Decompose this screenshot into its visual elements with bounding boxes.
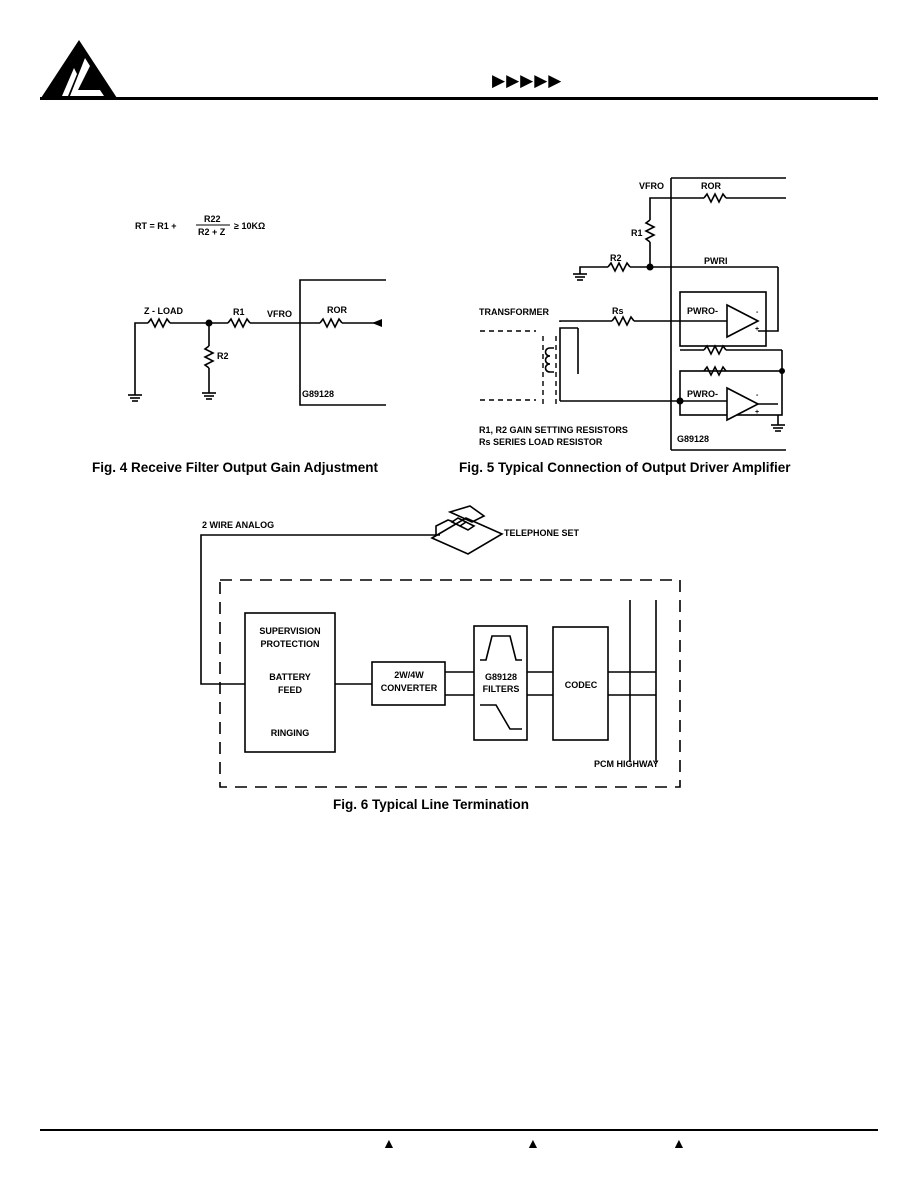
fig5-note2: Rs SERIES LOAD RESISTOR — [479, 437, 603, 447]
fig6-two-wire-label: 2 WIRE ANALOG — [202, 520, 274, 530]
fig4-eq-den: R2 + Z — [198, 227, 226, 237]
fig6-pcm-label: PCM HIGHWAY — [594, 759, 659, 769]
fig4-caption: Fig. 4 Receive Filter Output Gain Adjust… — [92, 460, 379, 475]
fig4-zload-label: Z - LOAD — [144, 306, 183, 316]
fig6-converter-label-2: CONVERTER — [381, 683, 438, 693]
fig6-ringing-label: RINGING — [271, 728, 310, 738]
fig6-filters-label-1: G89128 — [485, 672, 517, 682]
fig5-pwri-label: PWRI — [704, 256, 728, 266]
fig6-diagram: 2 WIRE ANALOG TELEPHONE SET SUPERVISION … — [200, 505, 681, 788]
svg-text:-: - — [756, 309, 759, 316]
fig4-vfro-label: VFRO — [267, 309, 292, 319]
fig4-eq-lhs: RT = R1 + — [135, 221, 177, 231]
fig5-caption: Fig. 5 Typical Connection of Output Driv… — [459, 460, 791, 475]
fig5-chip-label: G89128 — [677, 434, 709, 444]
fig6-feed-label: FEED — [278, 685, 303, 695]
fig5-transformer-label: TRANSFORMER — [479, 307, 549, 317]
fig6-telephone-label: TELEPHONE SET — [504, 528, 580, 538]
footer-mark-2: ▲ — [526, 1135, 540, 1151]
fig4-r1-label: R1 — [233, 307, 245, 317]
fig6-caption: Fig. 6 Typical Line Termination — [333, 797, 530, 812]
fig5-r2-label: R2 — [610, 253, 622, 263]
svg-text:+: + — [755, 409, 759, 416]
fig6-filters-label-2: FILTERS — [483, 684, 520, 694]
fig4-chip-label: G89128 — [302, 389, 334, 399]
fig5-pwro-bottom-label: PWRO- — [687, 389, 718, 399]
fig4-eq-rhs: ≥ 10KΩ — [234, 221, 265, 231]
header-arrows: ▶▶▶▶▶ — [492, 71, 563, 90]
footer-mark-1: ▲ — [382, 1135, 396, 1151]
fig5-note1: R1, R2 GAIN SETTING RESISTORS — [479, 425, 628, 435]
fig5-diagram: VFRO ROR R1 R2 PWRI TRANSFORMER Rs PWRO-… — [479, 177, 786, 451]
footer-mark-3: ▲ — [672, 1135, 686, 1151]
footer-rule — [40, 1129, 878, 1131]
fig5-pwro-top-label: PWRO- — [687, 306, 718, 316]
svg-text:+: + — [755, 326, 759, 333]
fig5-ror-label: ROR — [701, 181, 722, 191]
fig4-ror-label: ROR — [327, 305, 348, 315]
fig5-r1-label: R1 — [631, 228, 643, 238]
fig4-r2-label: R2 — [217, 351, 229, 361]
fig4-eq-num: R22 — [204, 214, 221, 224]
fig6-supervision-label: SUPERVISION — [259, 626, 320, 636]
fig6-codec-label: CODEC — [565, 680, 598, 690]
header-rule — [40, 97, 878, 100]
fig6-protection-label: PROTECTION — [260, 639, 319, 649]
fig4-diagram: RT = R1 + R22 R2 + Z ≥ 10KΩ Z - LOAD R1 … — [128, 214, 386, 406]
fig6-battery-label: BATTERY — [269, 672, 311, 682]
fig6-converter-label-1: 2W/4W — [394, 670, 424, 680]
company-logo — [41, 40, 117, 98]
fig5-vfro-label: VFRO — [639, 181, 664, 191]
svg-text:-: - — [756, 392, 759, 399]
fig5-rs-label: Rs — [612, 306, 624, 316]
